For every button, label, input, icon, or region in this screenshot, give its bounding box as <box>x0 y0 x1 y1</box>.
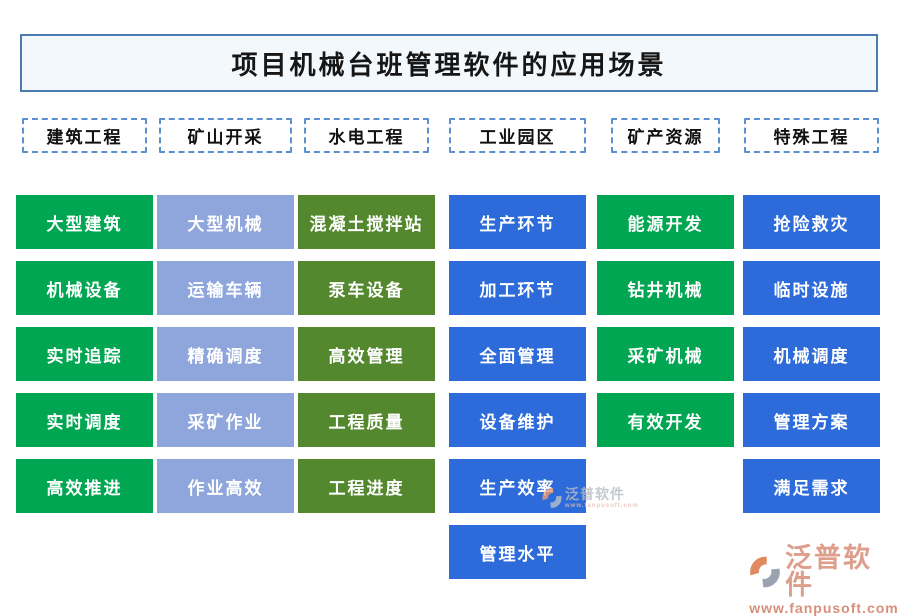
scenario-box: 混凝土搅拌站 <box>298 195 435 249</box>
scenario-box: 管理方案 <box>743 393 880 447</box>
scenario-box: 泵车设备 <box>298 261 435 315</box>
scenario-box: 实时追踪 <box>16 327 153 381</box>
column-mining: 矿山开采 大型机械 运输车辆 精确调度 采矿作业 作业高效 <box>157 118 294 525</box>
column-header-industrial-park: 工业园区 <box>449 118 586 153</box>
scenario-box: 作业高效 <box>157 459 294 513</box>
column-hydropower: 水电工程 混凝土搅拌站 泵车设备 高效管理 工程质量 工程进度 <box>298 118 435 525</box>
scenario-box: 工程质量 <box>298 393 435 447</box>
scenario-box: 生产效率 <box>449 459 586 513</box>
scenario-box: 加工环节 <box>449 261 586 315</box>
scenario-box: 有效开发 <box>597 393 734 447</box>
scenario-box: 运输车辆 <box>157 261 294 315</box>
scenario-box: 大型机械 <box>157 195 294 249</box>
scenario-box: 高效推进 <box>16 459 153 513</box>
scenario-box: 生产环节 <box>449 195 586 249</box>
logo-url: www.fanpusoft.com <box>749 600 899 616</box>
column-mineral-resources: 矿产资源 能源开发 钻井机械 采矿机械 有效开发 <box>597 118 734 459</box>
scenario-box: 机械设备 <box>16 261 153 315</box>
scenario-box: 大型建筑 <box>16 195 153 249</box>
scenario-box: 精确调度 <box>157 327 294 381</box>
column-special-projects: 特殊工程 抢险救灾 临时设施 机械调度 管理方案 满足需求 <box>743 118 880 525</box>
scenario-box: 管理水平 <box>449 525 586 579</box>
fanpu-logo-icon <box>748 555 782 589</box>
column-construction: 建筑工程 大型建筑 机械设备 实时追踪 实时调度 高效推进 <box>16 118 153 525</box>
column-header-construction: 建筑工程 <box>22 118 147 153</box>
scenario-box: 机械调度 <box>743 327 880 381</box>
scenario-box: 工程进度 <box>298 459 435 513</box>
column-header-hydropower: 水电工程 <box>304 118 429 153</box>
column-header-mineral-resources: 矿产资源 <box>611 118 720 153</box>
page-title: 项目机械台班管理软件的应用场景 <box>20 34 878 92</box>
scenario-box: 高效管理 <box>298 327 435 381</box>
scenario-box: 采矿机械 <box>597 327 734 381</box>
scenario-box: 抢险救灾 <box>743 195 880 249</box>
scenario-box: 满足需求 <box>743 459 880 513</box>
scenario-box: 采矿作业 <box>157 393 294 447</box>
logo-brand: 泛普软件 <box>785 543 872 601</box>
fanpu-logo: 泛普软件 www.fanpusoft.com <box>748 545 900 615</box>
scenario-box: 临时设施 <box>743 261 880 315</box>
scenario-box: 设备维护 <box>449 393 586 447</box>
scenario-box: 实时调度 <box>16 393 153 447</box>
column-header-mining: 矿山开采 <box>159 118 292 153</box>
scenario-box: 钻井机械 <box>597 261 734 315</box>
column-header-special-projects: 特殊工程 <box>744 118 879 153</box>
scenario-box: 能源开发 <box>597 195 734 249</box>
column-industrial-park: 工业园区 生产环节 加工环节 全面管理 设备维护 生产效率 管理水平 <box>449 118 586 591</box>
scenario-box: 全面管理 <box>449 327 586 381</box>
